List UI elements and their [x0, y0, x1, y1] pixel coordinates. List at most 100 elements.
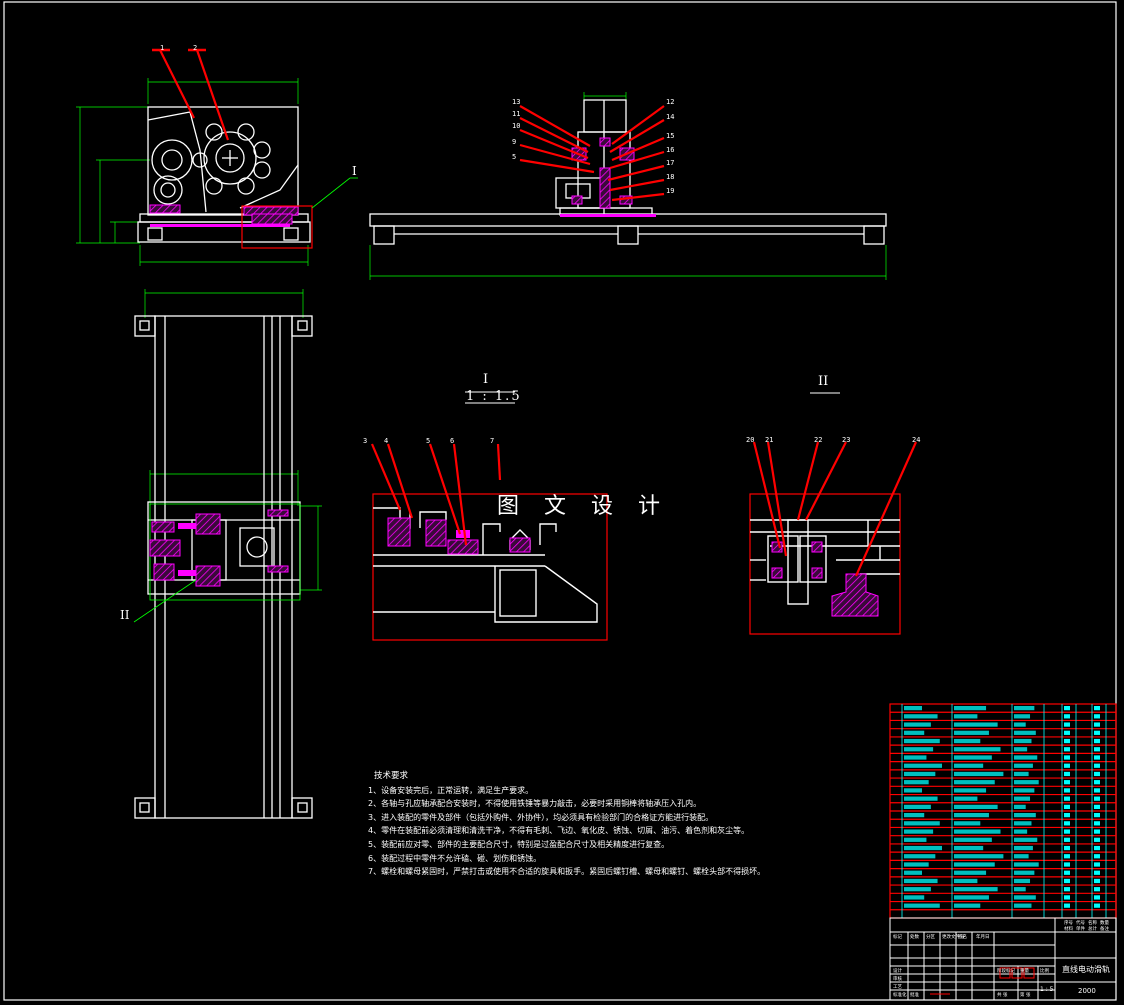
bom-cell-text: [904, 738, 940, 744]
title-block-label: 重量: [1020, 969, 1029, 974]
bom-cell-text: [904, 780, 929, 785]
balloon-number: 11: [512, 110, 521, 118]
title-block-label: 年月日: [976, 935, 990, 940]
title-block-label: 共 张: [997, 993, 1008, 998]
side-view: [369, 92, 887, 280]
bom-cell-mark: [1064, 821, 1070, 826]
drawing-scale: 1 : 5: [1040, 986, 1054, 993]
bom-cell-text: [954, 780, 995, 785]
bom-cell-text: [904, 747, 934, 752]
balloon-number: 5: [426, 437, 431, 445]
bom-cell-text: [1014, 845, 1033, 851]
section-i-scale: 1 : 1.5: [466, 389, 522, 404]
technical-requirements-list: 1、设备安装完后，正常运转，满足生产要求。2、各轴与孔应轴承配合安装时，不得使用…: [368, 784, 765, 879]
bom-cell-text: [904, 862, 929, 867]
title-block-label: 名称: [1088, 921, 1097, 926]
bom-cell-text: [954, 796, 978, 801]
bom-cell-text: [954, 747, 1001, 752]
bom-cell-text: [954, 862, 995, 867]
bom-cell-mark: [1064, 829, 1070, 834]
bom-cell-text: [904, 755, 927, 760]
bom-cell-text: [954, 854, 1004, 859]
leader-ii-label: II: [120, 608, 130, 622]
title-block-label: 处数: [910, 935, 919, 940]
bom-cell-text: [1014, 755, 1038, 760]
bom-cell-mark: [1064, 738, 1070, 744]
bom-cell-text: [954, 714, 978, 719]
balloon-number: 12: [666, 98, 675, 106]
balloon-number: 16: [666, 146, 675, 154]
balloon-number: 13: [512, 98, 521, 106]
bom-cell-text: [1014, 887, 1026, 892]
bom-cell-text: [1014, 730, 1036, 735]
bom-cell-text: [954, 730, 989, 735]
bom-cell-text: [954, 870, 987, 875]
requirement-item: 3、进入装配的零件及部件（包括外购件、外协件），均必须具有检验部门的合格证方能进…: [368, 812, 714, 822]
bom-cell-text: [954, 755, 992, 760]
bom-cell-mark: [1064, 887, 1070, 892]
bom-table: [889, 703, 1117, 919]
requirement-item: 7、螺栓和螺母紧固时，严禁打击或使用不合适的旋具和扳手。紧固后螺钉槽、螺母和螺钉…: [368, 867, 766, 877]
title-block-label: 设计: [893, 969, 902, 974]
bom-cell-text: [1014, 771, 1029, 777]
bom-cell-mark: [1064, 788, 1070, 793]
requirement-item: 4、零件在装配前必须清理和清洗干净，不得有毛刺、飞边、氧化皮、锈蚀、切屑、油污、…: [368, 826, 750, 836]
bom-cell-text: [904, 788, 922, 793]
bom-cell-mark: [1064, 763, 1070, 768]
bom-cell-text: [954, 878, 978, 884]
balloon-number: 19: [666, 187, 675, 195]
bom-cell-text: [904, 829, 934, 834]
bom-cell-mark: [1094, 821, 1100, 826]
bom-cell-text: [954, 788, 987, 793]
bom-cell-text: [904, 796, 938, 801]
bom-cell-text: [1014, 862, 1039, 867]
technical-requirements: 技术要求 1、设备安装完后，正常运转，满足生产要求。2、各轴与孔应轴承配合安装时…: [368, 770, 765, 879]
bom-cell-mark: [1094, 730, 1100, 735]
bom-cell-mark: [1094, 895, 1100, 900]
balloon-number: 10: [512, 122, 521, 130]
bom-cell-text: [904, 706, 922, 711]
bom-cell-text: [904, 730, 925, 735]
bom-cell-text: [954, 771, 1004, 777]
drawing-number: 2000: [1078, 987, 1096, 995]
bom-cell-text: [904, 878, 938, 884]
title-block-label: 备注: [1100, 927, 1109, 932]
bom-cell-text: [904, 763, 942, 768]
drawing-title: 直线电动滑轨: [1062, 965, 1110, 974]
title-block-label: 分区: [926, 935, 935, 940]
bom-cell-text: [954, 804, 998, 809]
title-block-label: 数量: [1100, 921, 1109, 926]
balloon-number: 18: [666, 173, 675, 181]
bom-cell-text: [904, 837, 927, 842]
title-block-label: 阶段标记: [997, 969, 1015, 974]
bom-cell-text: [904, 804, 931, 809]
bom-cell-text: [1014, 829, 1028, 834]
bom-cell-text: [1014, 870, 1035, 875]
watermark-text: 图 文 设 计: [497, 494, 669, 519]
title-block-marks: [930, 967, 1035, 995]
leader-i-label: I: [352, 164, 357, 178]
requirement-item: 5、装配前应对零、部件的主要配合尺寸，特别是过盈配合尺寸及相关精度进行复查。: [368, 839, 670, 849]
bom-cell-mark: [1094, 870, 1100, 875]
bom-cell-mark: [1094, 755, 1100, 760]
bom-cell-mark: [1094, 714, 1100, 719]
bom-cell-text: [954, 887, 998, 892]
bom-cell-mark: [1064, 895, 1070, 900]
bom-cell-text: [954, 895, 989, 900]
bom-cell-mark: [1094, 771, 1100, 777]
balloon-number: 23: [842, 436, 851, 444]
balloon-number: 7: [490, 437, 495, 445]
title-block-label: 代号: [1076, 921, 1085, 926]
bom-cell-text: [1014, 714, 1031, 719]
balloon-number: 14: [666, 113, 675, 121]
bom-cell-mark: [1094, 887, 1100, 892]
balloon-number: 9: [512, 138, 517, 146]
bom-cell-text: [1014, 738, 1032, 744]
bom-cell-mark: [1064, 804, 1070, 809]
bom-cell-mark: [1094, 862, 1100, 867]
bom-cell-text: [904, 887, 931, 892]
balloon-number: 2: [193, 44, 198, 52]
bom-cell-text: [904, 722, 931, 727]
front-view: [76, 48, 358, 266]
